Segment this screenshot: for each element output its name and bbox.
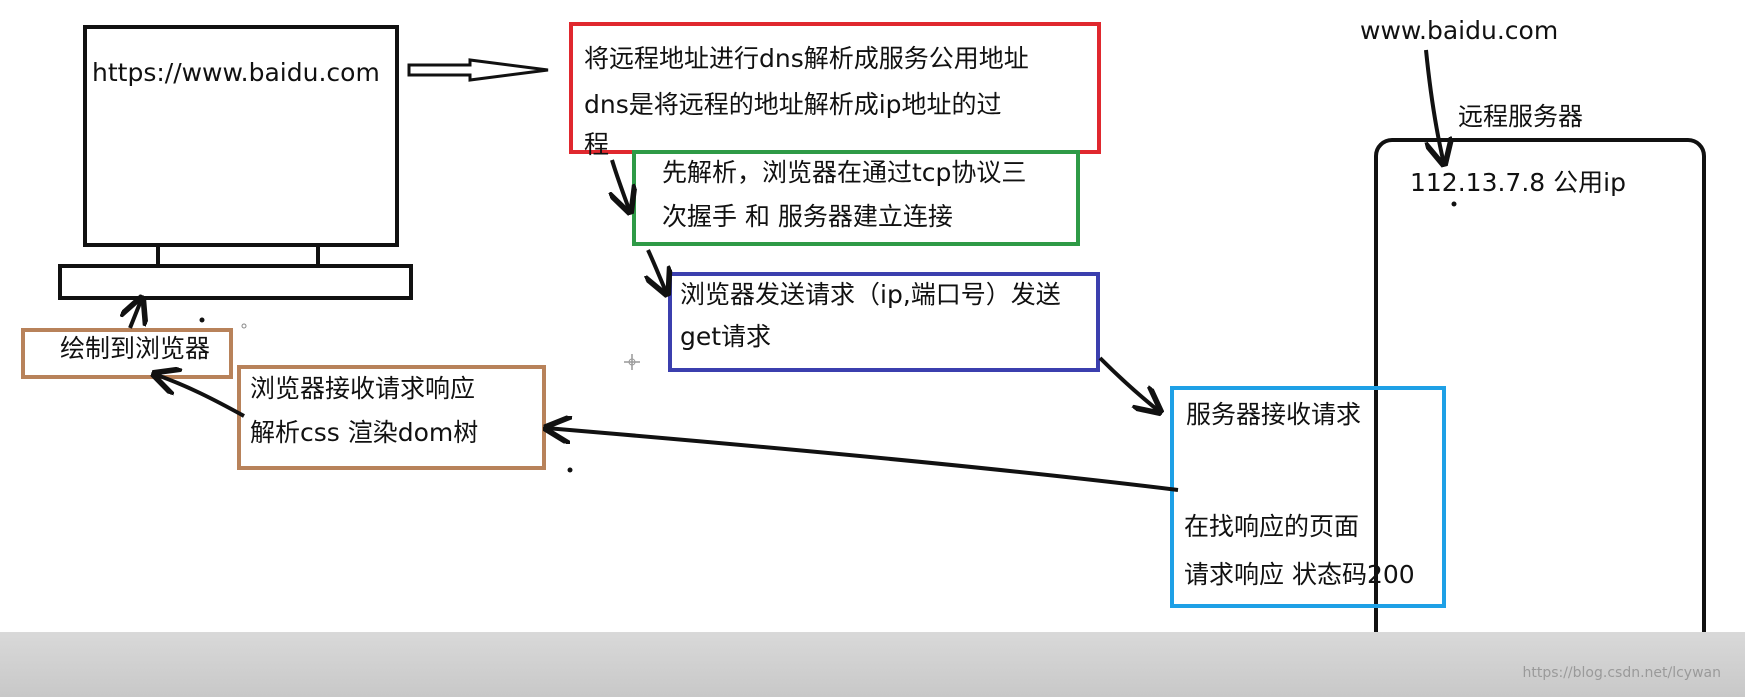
receive-text-line2: 解析css 渲染dom树 — [250, 418, 479, 447]
ink-dot — [1451, 201, 1457, 207]
server-ip: 112.13.7.8 公用ip — [1410, 168, 1626, 197]
arrow-server-to-receive — [546, 428, 1179, 492]
request-box — [668, 272, 1100, 372]
dns-text-line2: dns是将远程的地址解析成ip地址的过 — [584, 90, 1002, 119]
arrow-domain-to-ip — [1424, 49, 1444, 164]
url-label: https://www.baidu.com — [92, 58, 380, 87]
server-response-text: 请求响应 状态码200 — [1184, 560, 1415, 589]
ink-dot — [567, 467, 573, 473]
arrow-draw-to-computer — [130, 298, 142, 329]
draw-box — [21, 328, 233, 379]
cursor-crosshair-icon — [624, 354, 640, 370]
video-bottom-bar — [0, 632, 1745, 697]
ink-dot — [199, 317, 205, 323]
tcp-text-line1: 先解析，浏览器在通过tcp协议三 — [662, 158, 1027, 187]
request-text-line1: 浏览器发送请求（ip,端口号）发送 — [680, 280, 1061, 309]
watermark: https://blog.csdn.net/lcywan — [1522, 665, 1721, 681]
receive-text-line1: 浏览器接收请求响应 — [250, 374, 476, 403]
cursor-crosshair-icon — [628, 358, 636, 366]
arrow-tcp-to-request — [648, 249, 667, 294]
hollow-arrow — [407, 58, 549, 82]
monitor-base — [58, 264, 413, 300]
request-text-line2: get请求 — [680, 322, 772, 351]
arrow-receive-to-draw — [154, 374, 245, 418]
arrow-request-to-server — [1098, 356, 1160, 412]
server-box — [1374, 138, 1706, 674]
dns-text-line3: 程 — [584, 130, 610, 159]
server-title: 远程服务器 — [1458, 102, 1584, 131]
server-receive-text: 服务器接收请求 — [1186, 400, 1362, 429]
arrow-dns-to-tcp — [612, 159, 630, 212]
tcp-text-line2: 次握手 和 服务器建立连接 — [662, 202, 953, 231]
dns-text-line1: 将远程地址进行dns解析成服务公用地址 — [584, 44, 1029, 73]
draw-label: 绘制到浏览器 — [60, 334, 211, 363]
server-find-page-text: 在找响应的页面 — [1184, 512, 1360, 541]
monitor-neck — [156, 243, 320, 268]
server-domain: www.baidu.com — [1360, 16, 1559, 45]
ink-dot — [241, 323, 247, 329]
server-receive-box — [1170, 386, 1446, 608]
